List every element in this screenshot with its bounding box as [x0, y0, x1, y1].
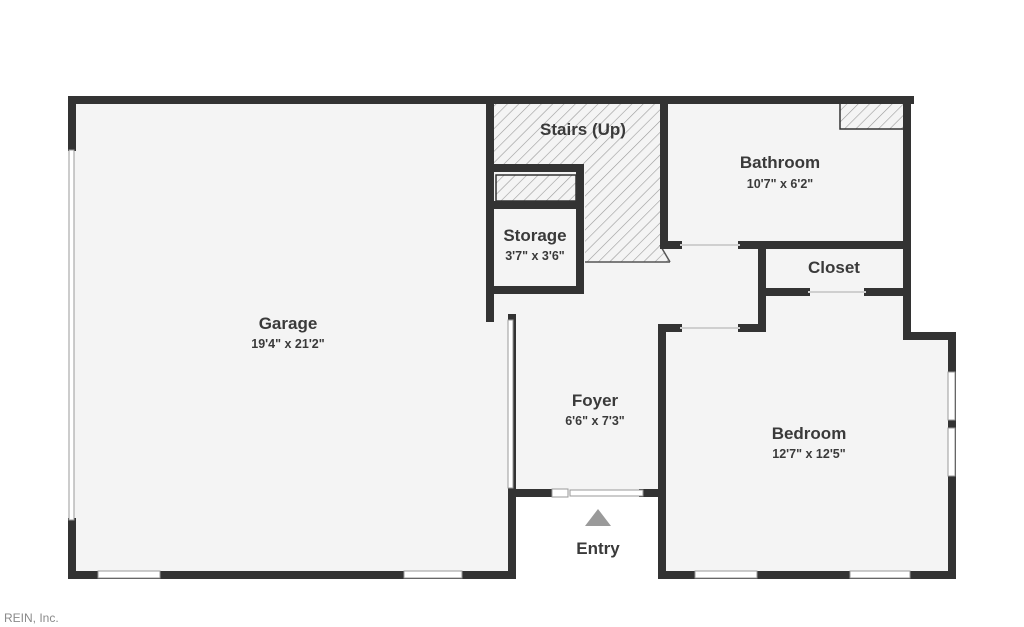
bedroom-label: Bedroom — [772, 424, 847, 443]
closet-floor — [765, 245, 907, 295]
entry-sidelight — [551, 488, 569, 498]
garage-window-2 — [403, 570, 463, 579]
foyer-dims: 6'6" x 7'3" — [565, 414, 625, 428]
entry-door-opening — [569, 489, 644, 497]
garage-door-opening — [68, 149, 75, 521]
shelf-hatch — [495, 174, 577, 202]
storage-label: Storage — [503, 226, 566, 245]
garage-window-1 — [97, 570, 161, 579]
entry-arrow-icon — [585, 509, 611, 526]
bathroom-label: Bathroom — [740, 153, 820, 172]
storage-dims: 3'7" x 3'6" — [505, 249, 565, 263]
garage-label: Garage — [259, 314, 318, 333]
room-labels: Stairs (Up) Bathroom 10'7" x 6'2" Closet… — [251, 120, 860, 558]
bedroom-floor — [662, 292, 952, 575]
foyer-label: Foyer — [572, 391, 619, 410]
garage-dims: 19'4" x 21'2" — [251, 337, 324, 351]
bedroom-window-2 — [849, 570, 911, 579]
credit-text: REIN, Inc. — [4, 611, 59, 625]
garage-floor — [72, 100, 512, 575]
garage-foyer-door — [507, 319, 514, 489]
stairs-hatch — [492, 102, 670, 262]
bedroom-window-1 — [694, 570, 758, 579]
bedroom-dims: 12'7" x 12'5" — [772, 447, 845, 461]
bedroom-window-4 — [947, 427, 956, 477]
stairs-label: Stairs (Up) — [540, 120, 626, 139]
closet-label: Closet — [808, 258, 860, 277]
entry-label: Entry — [576, 539, 620, 558]
bedroom-window-3 — [947, 371, 956, 421]
bathroom-dims: 10'7" x 6'2" — [747, 177, 814, 191]
bath-cabinet-hatch — [839, 101, 907, 130]
openings — [68, 149, 956, 579]
